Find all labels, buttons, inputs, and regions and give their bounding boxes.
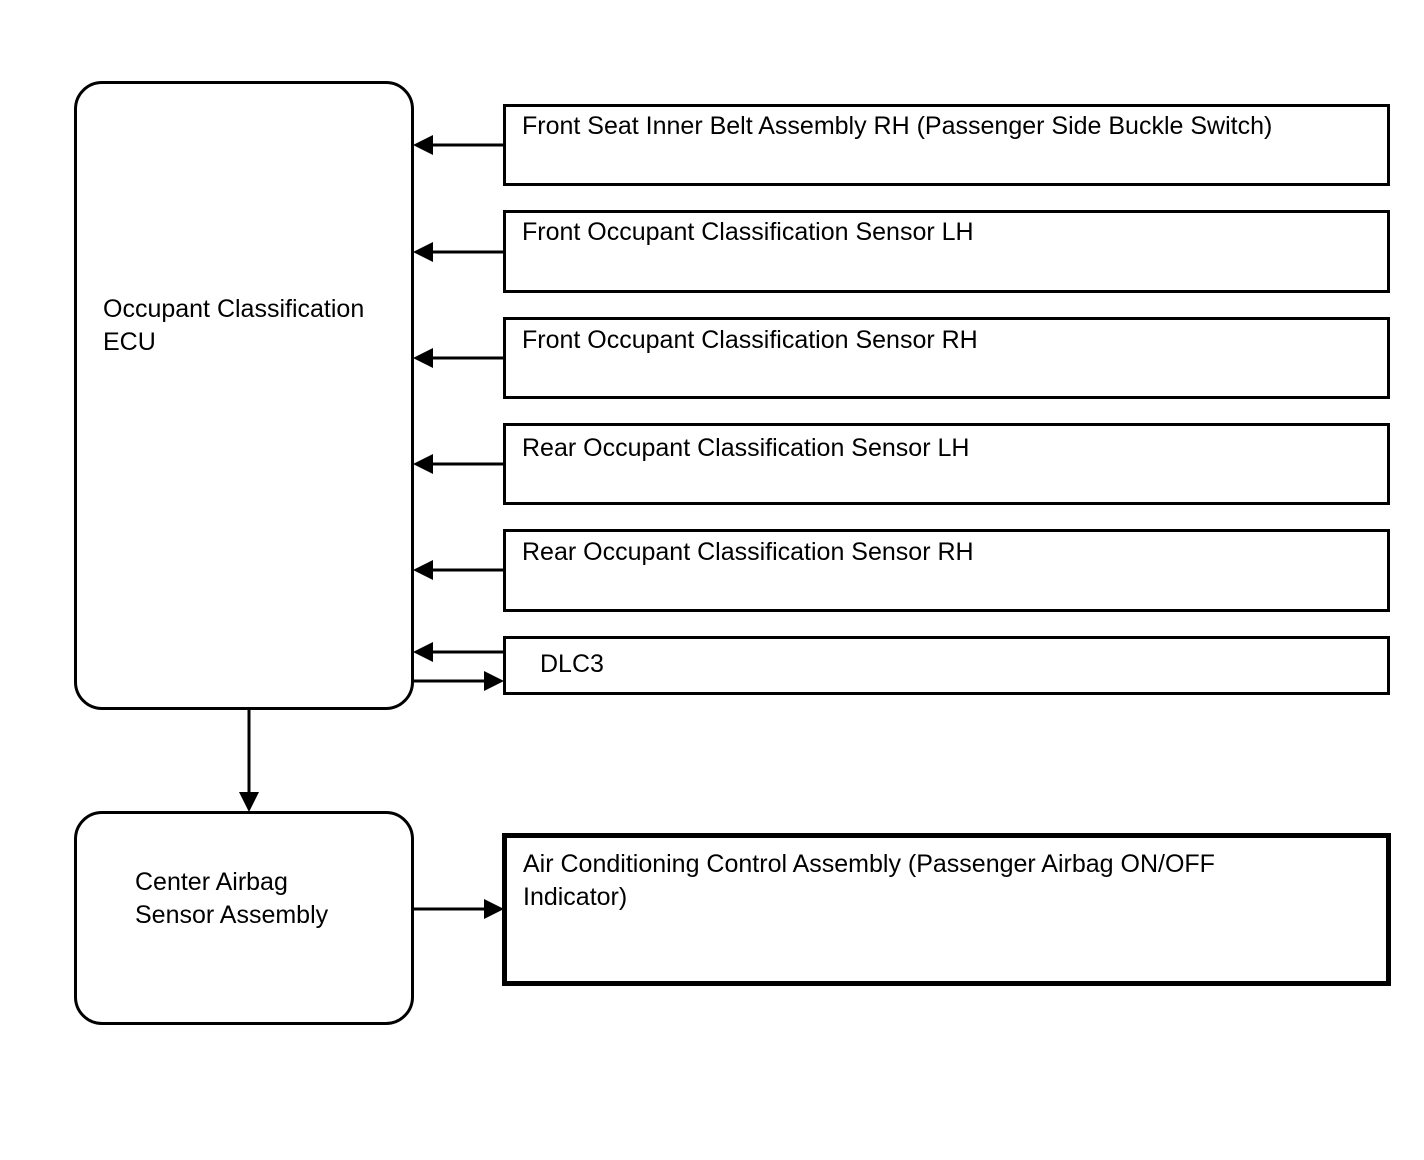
arrowhead-left <box>413 642 433 662</box>
input-box-front-sensor-lh: Front Occupant Classification Sensor LH <box>503 210 1390 293</box>
arrowhead-left <box>413 454 433 474</box>
input-label: Front Seat Inner Belt Assembly RH (Passe… <box>522 112 1273 140</box>
arrowhead-right <box>484 899 504 919</box>
arrowhead-left <box>413 560 433 580</box>
arrowhead-down <box>239 792 259 812</box>
arrowhead-left <box>413 135 433 155</box>
input-label: Rear Occupant Classification Sensor RH <box>522 538 974 566</box>
ac-control-label: Air Conditioning Control Assembly (Passe… <box>523 850 1215 911</box>
input-label: Front Occupant Classification Sensor RH <box>522 326 978 354</box>
input-box-buckle-switch: Front Seat Inner Belt Assembly RH (Passe… <box>503 104 1390 186</box>
arrowhead-right <box>484 671 504 691</box>
ecu-label: Occupant Classification ECU <box>103 295 365 356</box>
dlc3-label: DLC3 <box>540 650 604 678</box>
center-airbag-label: Center Airbag Sensor Assembly <box>135 868 329 929</box>
input-box-rear-sensor-lh: Rear Occupant Classification Sensor LH <box>503 423 1390 505</box>
ac-control-box: Air Conditioning Control Assembly (Passe… <box>502 833 1391 986</box>
ecu-block: Occupant Classification ECU <box>74 81 414 710</box>
input-label: Front Occupant Classification Sensor LH <box>522 218 974 246</box>
input-box-rear-sensor-rh: Rear Occupant Classification Sensor RH <box>503 529 1390 612</box>
arrowhead-left <box>413 348 433 368</box>
arrowhead-left <box>413 242 433 262</box>
center-airbag-block: Center Airbag Sensor Assembly <box>74 811 414 1025</box>
input-label: Rear Occupant Classification Sensor LH <box>522 434 970 462</box>
input-box-front-sensor-rh: Front Occupant Classification Sensor RH <box>503 317 1390 399</box>
dlc3-box: DLC3 <box>503 636 1390 695</box>
